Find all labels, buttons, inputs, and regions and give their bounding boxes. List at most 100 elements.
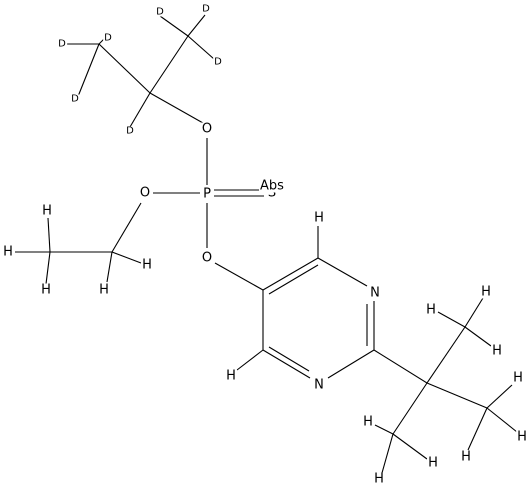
bond: [111, 202, 142, 253]
bond: [187, 35, 215, 60]
atom-label-phosphorus: P: [203, 187, 211, 202]
label-background: [103, 33, 114, 43]
bond: [381, 433, 394, 474]
label-background: [460, 450, 472, 464]
label-background: [313, 378, 325, 392]
bond: [262, 349, 311, 379]
bond: [214, 262, 264, 291]
atom-labels: D D D D D D D O O O P S Abs H H H H H H …: [2, 4, 528, 486]
bond: [464, 297, 484, 328]
atom-label-hydrogen: H: [3, 245, 13, 260]
label-background: [201, 4, 212, 14]
atom-label-hydrogen: H: [374, 472, 384, 486]
label-background: [512, 371, 524, 385]
bond: [464, 326, 492, 347]
atom-label-hydrogen: H: [517, 430, 527, 445]
label-background: [369, 286, 381, 300]
bond: [129, 92, 151, 128]
atom-label-sulfur: S: [268, 186, 276, 201]
bond: [486, 407, 518, 433]
label-background: [138, 186, 152, 200]
atom-label-oxygen: O: [202, 251, 212, 266]
bond: [317, 257, 368, 287]
label-background: [259, 179, 286, 193]
bond: [262, 257, 319, 291]
label-background: [202, 187, 213, 201]
label-background: [41, 204, 53, 218]
atom-label-deuterium: D: [156, 7, 164, 18]
label-background: [155, 7, 166, 17]
atom-label-hydrogen: H: [363, 415, 373, 430]
atom-label-hydrogen: H: [142, 258, 152, 273]
label-background: [70, 94, 81, 104]
bond: [327, 349, 375, 379]
bond: [159, 15, 189, 37]
atom-label-nitrogen: N: [314, 378, 324, 393]
atom-label-hydrogen: H: [513, 371, 523, 386]
atom-label-deuterium: D: [58, 39, 66, 50]
label-background: [40, 283, 52, 297]
bond: [392, 382, 428, 435]
bond: [187, 14, 206, 37]
atom-label-deuterium: D: [126, 126, 134, 137]
bond: [236, 349, 264, 371]
label-background: [98, 283, 110, 297]
label-background: [213, 57, 224, 67]
atom-label-oxygen: O: [202, 122, 212, 137]
bond: [437, 311, 466, 328]
atom-label-deuterium: D: [214, 57, 222, 68]
atom-label-hydrogen: H: [481, 285, 491, 300]
label-background: [480, 285, 492, 299]
bond: [467, 407, 488, 451]
atom-label-oxygen: O: [140, 186, 150, 201]
label-background: [313, 211, 325, 225]
atom-label-deuterium: D: [71, 94, 79, 105]
label-background: [516, 430, 528, 444]
label-background: [2, 245, 14, 259]
label-background: [427, 456, 439, 470]
label-background: [141, 258, 153, 272]
label-background: [362, 415, 374, 429]
stereo-label-abs: Abs: [260, 179, 284, 194]
atom-label-hydrogen: H: [492, 344, 502, 359]
label-background: [225, 369, 237, 383]
atom-label-deuterium: D: [202, 4, 210, 15]
bonds: [15, 14, 518, 474]
label-background: [57, 39, 68, 49]
atom-label-hydrogen: H: [426, 303, 436, 318]
bond: [373, 349, 428, 384]
bond: [149, 35, 189, 94]
atom-label-nitrogen: N: [370, 286, 380, 301]
label-background: [491, 344, 503, 358]
bond: [45, 251, 51, 285]
atom-label-hydrogen: H: [461, 450, 471, 465]
bond: [268, 264, 319, 295]
atom-label-hydrogen: H: [99, 283, 109, 298]
label-background: [373, 472, 385, 486]
atom-label-hydrogen: H: [226, 369, 236, 384]
bond: [426, 326, 466, 384]
bond: [111, 251, 142, 264]
atom-label-hydrogen: H: [314, 211, 324, 226]
label-background: [200, 251, 214, 265]
bond: [149, 92, 204, 124]
bond: [392, 433, 428, 460]
label-background: [125, 126, 136, 136]
label-background: [425, 303, 437, 317]
bond: [47, 217, 51, 253]
bond: [268, 346, 310, 372]
bond: [486, 384, 513, 409]
atom-label-hydrogen: H: [42, 204, 52, 219]
bond: [98, 43, 151, 94]
bond: [374, 424, 394, 435]
bond: [106, 251, 113, 283]
bond: [426, 382, 488, 409]
label-background: [200, 122, 214, 136]
atom-label-hydrogen: H: [41, 283, 51, 298]
bond: [76, 43, 100, 100]
label-background: [266, 186, 278, 200]
atom-label-deuterium: D: [104, 33, 112, 44]
atom-label-hydrogen: H: [428, 456, 438, 471]
